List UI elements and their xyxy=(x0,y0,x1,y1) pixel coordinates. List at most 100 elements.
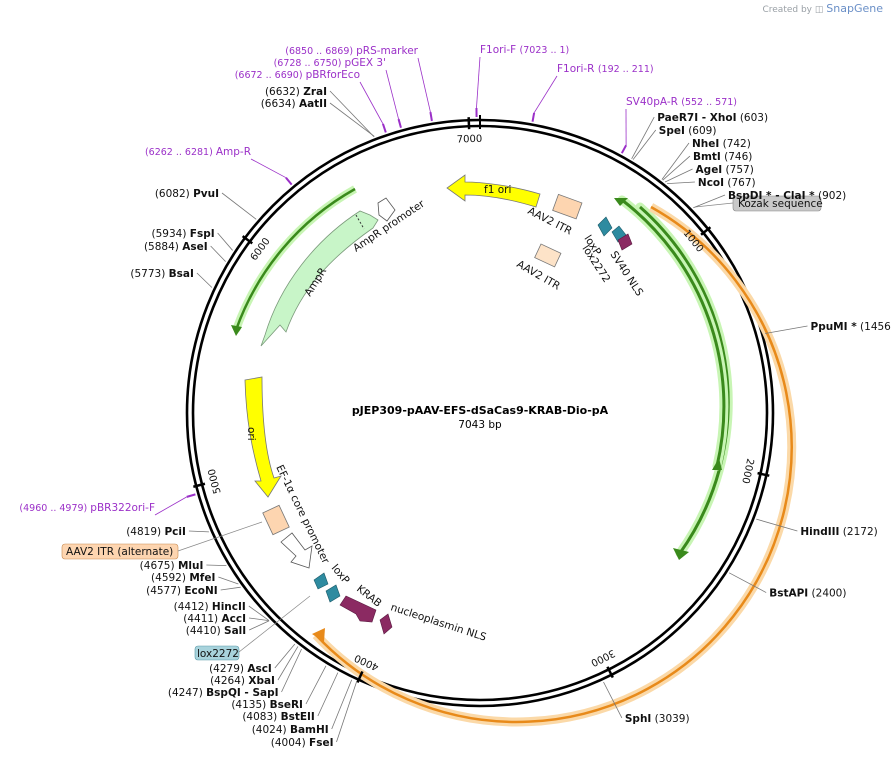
site-label: SphI (3039) xyxy=(625,713,690,725)
site-leader xyxy=(631,116,655,159)
primer-leader xyxy=(417,57,431,113)
site-label: (4819) PciI xyxy=(126,526,186,538)
site-leader xyxy=(188,530,209,533)
primer-label: F1ori-R (192 .. 211) xyxy=(557,63,654,75)
site-leader xyxy=(693,194,726,209)
site-label: (6082) PvuI xyxy=(155,188,219,200)
primer-mark xyxy=(429,111,433,122)
site-leader xyxy=(317,672,339,717)
site-label: HindIII (2172) xyxy=(800,526,877,538)
plasmid-length: 7043 bp xyxy=(458,419,502,431)
site-leader xyxy=(220,586,241,591)
feature-label-loxp-bottom: loxP xyxy=(329,562,352,586)
site-leader xyxy=(329,102,375,137)
primer-leader xyxy=(385,69,399,120)
tick-label: 5000 xyxy=(207,467,224,494)
primer-leader xyxy=(154,496,187,516)
site-leader xyxy=(249,620,270,631)
primer-mark xyxy=(186,493,196,498)
site-label: (5934) FspI xyxy=(152,228,215,240)
cas9-arrowhead-outer xyxy=(673,548,689,560)
site-leader xyxy=(331,679,353,730)
tick-label: 2000 xyxy=(739,457,755,484)
site-label: (6632) ZraI xyxy=(265,86,327,98)
site-leader xyxy=(329,90,375,137)
site-leader xyxy=(217,232,233,251)
site-label: (4411) AccI xyxy=(183,613,246,625)
site-leader xyxy=(218,576,239,585)
site-label: BstAPI (2400) xyxy=(769,588,846,600)
site-leader xyxy=(196,272,213,288)
orange-track-line xyxy=(315,205,793,724)
tick-mark xyxy=(700,226,712,236)
site-leader xyxy=(248,617,270,621)
boxed-feature-labels: Kozak sequence AAV2 ITR (alternate) lox2… xyxy=(61,195,823,661)
lox2272-box-label: lox2272 xyxy=(197,648,239,660)
primer-label: (6262 .. 6281) Amp-R xyxy=(145,146,251,158)
kozak-leader xyxy=(694,202,734,208)
tick-mark xyxy=(241,235,254,245)
snapgene-credit: Created by ◫ SnapGene xyxy=(762,2,883,15)
feature-label-nucleoplasmin-nls: nucleoplasmin NLS xyxy=(389,601,488,643)
site-label: BspDI * - ClaI * (902) xyxy=(728,190,846,202)
nucleoplasmin-nls-arrow xyxy=(379,613,393,635)
restriction-sites: PaeR7I - XhoI (603)SpeI (609)NheI (742)B… xyxy=(126,86,891,749)
feature-label-ori: ori xyxy=(245,427,257,441)
primer-leader xyxy=(359,81,384,125)
ori-arrow xyxy=(244,376,282,498)
tick-mark xyxy=(193,482,206,488)
site-leader xyxy=(274,643,296,669)
primer-leader xyxy=(250,158,287,179)
primer-leader xyxy=(476,56,481,109)
credit-text: Created by xyxy=(762,5,813,15)
site-label: (4024) BamHI xyxy=(252,724,329,736)
site-label: (6634) AatII xyxy=(261,98,327,110)
site-label: (4135) BseRI xyxy=(231,699,303,711)
ampr-promoter-arrow xyxy=(377,197,396,222)
site-leader xyxy=(664,168,693,183)
aav2-itr-box-inner xyxy=(534,243,562,268)
ampr-dotted-marker xyxy=(355,214,365,230)
site-label: NheI (742) xyxy=(692,138,751,150)
site-leader xyxy=(756,518,798,532)
f1-ori-arrow xyxy=(446,174,541,208)
site-leader xyxy=(248,605,270,621)
aav2-itr-alt-leader xyxy=(177,521,263,552)
tick-mark xyxy=(356,670,364,683)
site-leader xyxy=(206,564,227,567)
site-leader xyxy=(661,142,690,180)
snapgene-logo-icon: ◫ xyxy=(814,5,824,15)
kozak-box xyxy=(732,195,822,212)
ampr-arrow xyxy=(260,210,379,347)
cas9-track-outer xyxy=(639,205,730,554)
aav2-itr-box-top xyxy=(552,193,583,220)
credit-brand: SnapGene xyxy=(826,2,883,15)
site-label: (4675) MluI xyxy=(140,560,204,572)
sv40-nls-arrow xyxy=(617,233,633,251)
aav2-itr-box-left xyxy=(262,504,290,536)
site-label: (4410) SalI xyxy=(186,625,246,637)
site-leader xyxy=(305,665,327,705)
lox2272-arrow-bottom xyxy=(325,584,341,603)
tick-mark xyxy=(606,666,614,679)
primer-mark xyxy=(531,112,536,122)
site-label: (4412) HincII xyxy=(174,601,246,613)
site-leader xyxy=(336,681,357,743)
site-label: (4004) FseI xyxy=(271,737,334,749)
lox2272-leader xyxy=(238,595,311,653)
site-leader xyxy=(281,648,302,693)
primer-label: (6728 .. 6750) pGEX 3' xyxy=(274,57,386,69)
ampr-outer-arrowhead xyxy=(231,325,242,336)
feature-label-f1-ori: f1 ori xyxy=(484,184,511,196)
site-leader xyxy=(728,572,767,593)
site-label: (4577) EcoNI xyxy=(146,585,218,597)
primer-mark xyxy=(620,144,627,154)
site-label: (5884) AseI xyxy=(144,241,208,253)
loxp-arrow-top xyxy=(597,216,613,237)
site-label: AgeI (757) xyxy=(696,164,754,176)
lox2272-box xyxy=(194,645,240,661)
primer-mark xyxy=(381,123,387,133)
cas9-track-inner xyxy=(621,198,726,467)
primer-mark xyxy=(397,118,402,129)
